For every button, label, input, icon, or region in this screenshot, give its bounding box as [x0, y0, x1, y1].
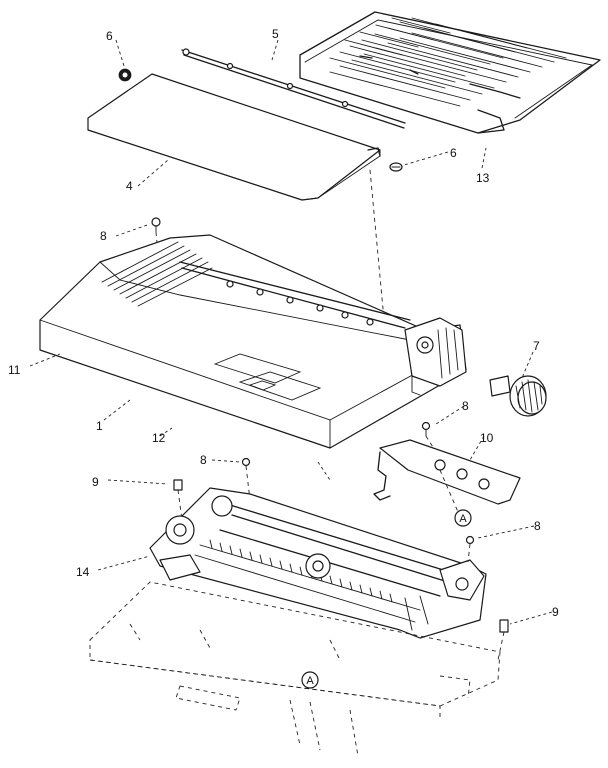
shaft-part [181, 48, 406, 129]
callout-8-left: 8 [200, 453, 207, 467]
callout-14: 14 [76, 565, 90, 579]
callout-8-upper: 8 [100, 229, 107, 243]
screw-8-left-part [241, 457, 251, 501]
callout-7: 7 [533, 339, 540, 353]
callout-9-left: 9 [92, 475, 99, 489]
alignment-line [369, 169, 386, 331]
screw-9-right-part [497, 619, 509, 661]
callout-13: 13 [476, 171, 490, 185]
printer-mechanism-part [149, 487, 487, 639]
callout-9-right: 9 [552, 605, 559, 619]
reference-letter-a-lower: A [306, 675, 314, 687]
screw-8-mid-part [421, 421, 437, 453]
callout-labels: 6 5 6 4 13 8 11 1 12 7 8 10 9 8 14 8 9 [8, 27, 559, 619]
screw-6-top-part [118, 68, 132, 82]
housing-body-part [39, 234, 467, 449]
callout-6-top: 6 [106, 29, 113, 43]
reference-letter-a-upper: A [459, 513, 467, 525]
callout-11: 11 [8, 363, 21, 377]
switch-board-part [373, 439, 521, 513]
callout-4: 4 [126, 179, 133, 193]
callout-5: 5 [272, 27, 279, 41]
paper-separator-part [299, 11, 601, 134]
callout-1: 1 [96, 419, 103, 433]
callout-8-mid: 8 [462, 399, 469, 413]
screw-9-left-part [173, 479, 183, 521]
knob-part [489, 375, 547, 417]
screw-6-right-part [389, 162, 403, 172]
leader-lines [29, 39, 553, 625]
screw-8-lower-part [465, 535, 475, 563]
callout-6-right: 6 [450, 146, 457, 160]
callout-12: 12 [152, 431, 166, 445]
top-cover-part [87, 73, 381, 201]
reference-mark-a-lower: A [301, 671, 319, 689]
base-frame-part [89, 581, 501, 757]
reference-mark-a-upper: A [454, 509, 472, 527]
callout-10: 10 [480, 431, 494, 445]
callout-8-lower: 8 [534, 519, 541, 533]
